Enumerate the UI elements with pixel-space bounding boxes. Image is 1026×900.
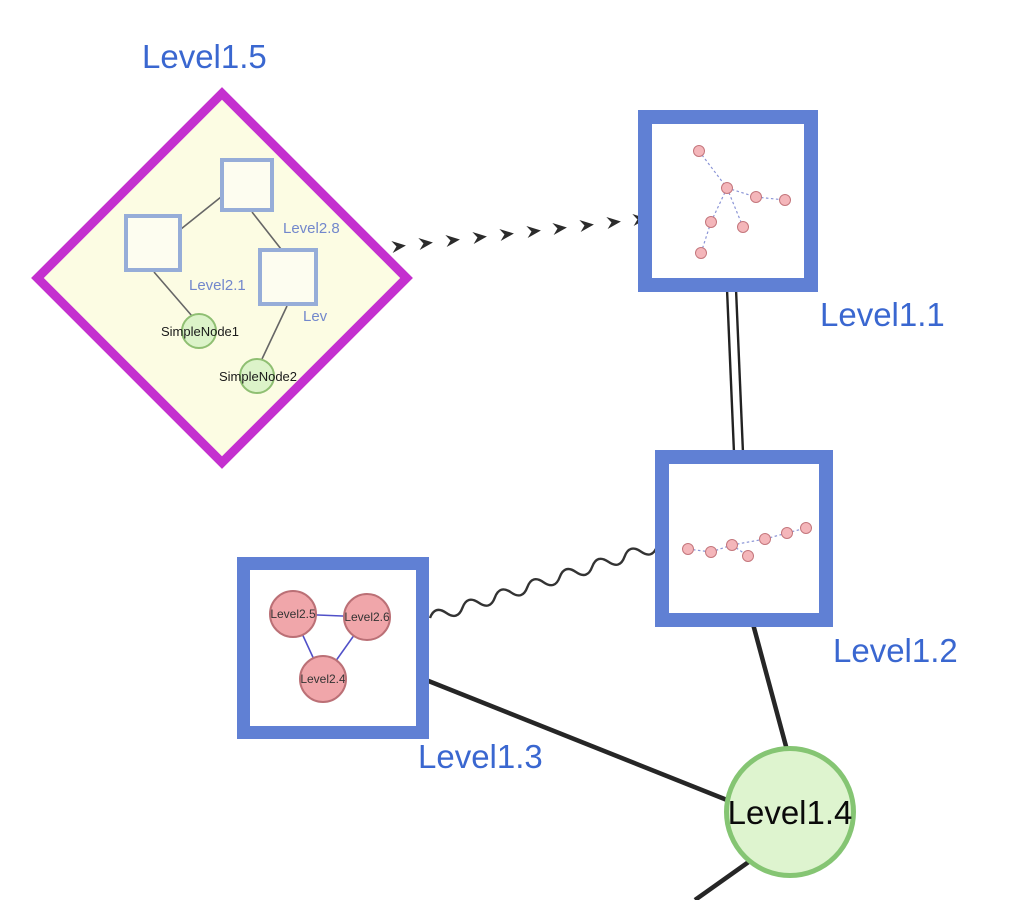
label-level13: Level1.3 xyxy=(418,738,543,775)
inner-group-square-lev[interactable] xyxy=(258,248,318,306)
edge-level14-offscreen xyxy=(693,854,759,900)
label-level12: Level1.2 xyxy=(833,632,958,669)
thumbnail-node[interactable] xyxy=(750,191,762,203)
inner-group-square-level28[interactable] xyxy=(220,158,274,212)
thumbnail-node[interactable] xyxy=(695,247,707,259)
thumbnail-node[interactable] xyxy=(705,546,717,558)
inner-square-label: Lev xyxy=(303,308,328,325)
level15-internal-edges xyxy=(153,196,288,360)
node-level14[interactable] xyxy=(724,746,856,878)
inner-group-square-level21[interactable] xyxy=(124,214,182,272)
edge-level11-level12-double-line xyxy=(725,288,745,454)
simple-node-label: SimpleNode2 xyxy=(218,369,298,384)
thumbnail-node[interactable] xyxy=(682,543,694,555)
node-level26-label: Level2.6 xyxy=(344,610,390,624)
node-level25-label: Level2.5 xyxy=(270,607,316,621)
label-level15: Level1.5 xyxy=(142,38,267,75)
thumbnail-node[interactable] xyxy=(742,550,754,562)
thumbnail-node[interactable] xyxy=(721,182,733,194)
thumbnail-node[interactable] xyxy=(781,527,793,539)
thumbnail-node[interactable] xyxy=(726,539,738,551)
label-level14: Level1.4 xyxy=(727,794,853,831)
inner-square-label: Level2.8 xyxy=(283,220,340,237)
group-node-level13[interactable] xyxy=(237,557,429,739)
edge-level13-level12-wavy xyxy=(428,545,659,619)
node-level24[interactable]: Level2.4 xyxy=(299,655,347,703)
edge-level12-level14 xyxy=(750,623,790,751)
simple-node-label: SimpleNode1 xyxy=(160,324,240,339)
thumbnail-node[interactable] xyxy=(737,221,749,233)
thumbnail-node[interactable] xyxy=(800,522,812,534)
inner-square-label: Level2.1 xyxy=(189,277,246,294)
level11-thumbnail-graph xyxy=(693,145,791,259)
thumbnail-node[interactable] xyxy=(705,216,717,228)
simple-node-2[interactable] xyxy=(239,358,275,394)
thumbnail-node[interactable] xyxy=(693,145,705,157)
node-level25[interactable]: Level2.5 xyxy=(269,590,317,638)
level12-thumbnail-graph xyxy=(682,522,812,562)
label-level11: Level1.1 xyxy=(820,296,945,333)
simple-node-1[interactable] xyxy=(181,313,217,349)
thumbnail-node[interactable] xyxy=(779,194,791,206)
thumbnail-node[interactable] xyxy=(759,533,771,545)
group-node-level12[interactable] xyxy=(655,450,833,627)
edge-level13-level14 xyxy=(425,677,728,803)
node-level26[interactable]: Level2.6 xyxy=(343,593,391,641)
node-level24-label: Level2.4 xyxy=(300,672,346,686)
